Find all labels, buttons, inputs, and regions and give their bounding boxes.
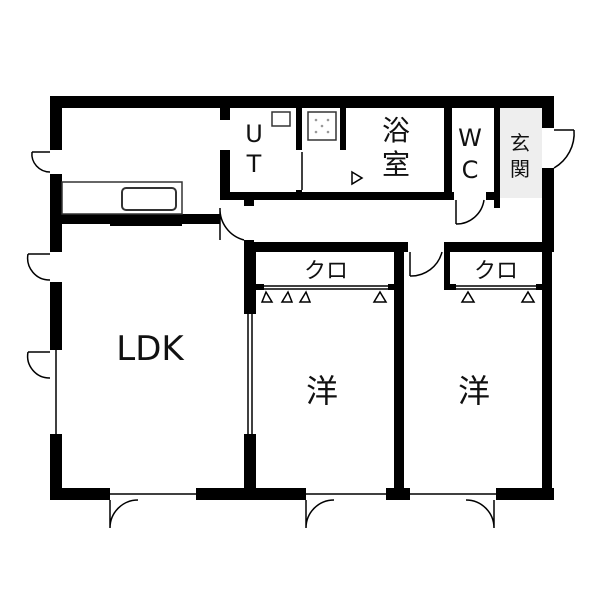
room-label-entrance: 玄関 (510, 131, 530, 181)
wall-openings (50, 120, 554, 500)
room-label-western-1: 洋 (306, 372, 338, 410)
entrance-floor (500, 108, 542, 198)
svg-text:UT: UT (245, 120, 263, 178)
room-label-closet-2: クロ (474, 259, 518, 284)
kitchen-sink-icon (121, 187, 177, 211)
washer-pan-hatch (314, 118, 330, 134)
wash-basin-icon (271, 111, 291, 127)
svg-text:浴室: 浴室 (382, 114, 410, 181)
door-swings (26, 129, 575, 529)
room-label-ldk: LDK (116, 329, 185, 369)
room-label-western-2: 洋 (458, 372, 490, 410)
svg-text:WC: WC (458, 124, 482, 184)
room-label-closet-1: クロ (304, 259, 348, 284)
fixtures (61, 111, 337, 215)
svg-text:玄関: 玄関 (510, 131, 530, 181)
room-label-bath: 浴室 (382, 114, 410, 181)
kitchen-counter (61, 181, 183, 215)
washer-pan-icon (307, 111, 337, 141)
